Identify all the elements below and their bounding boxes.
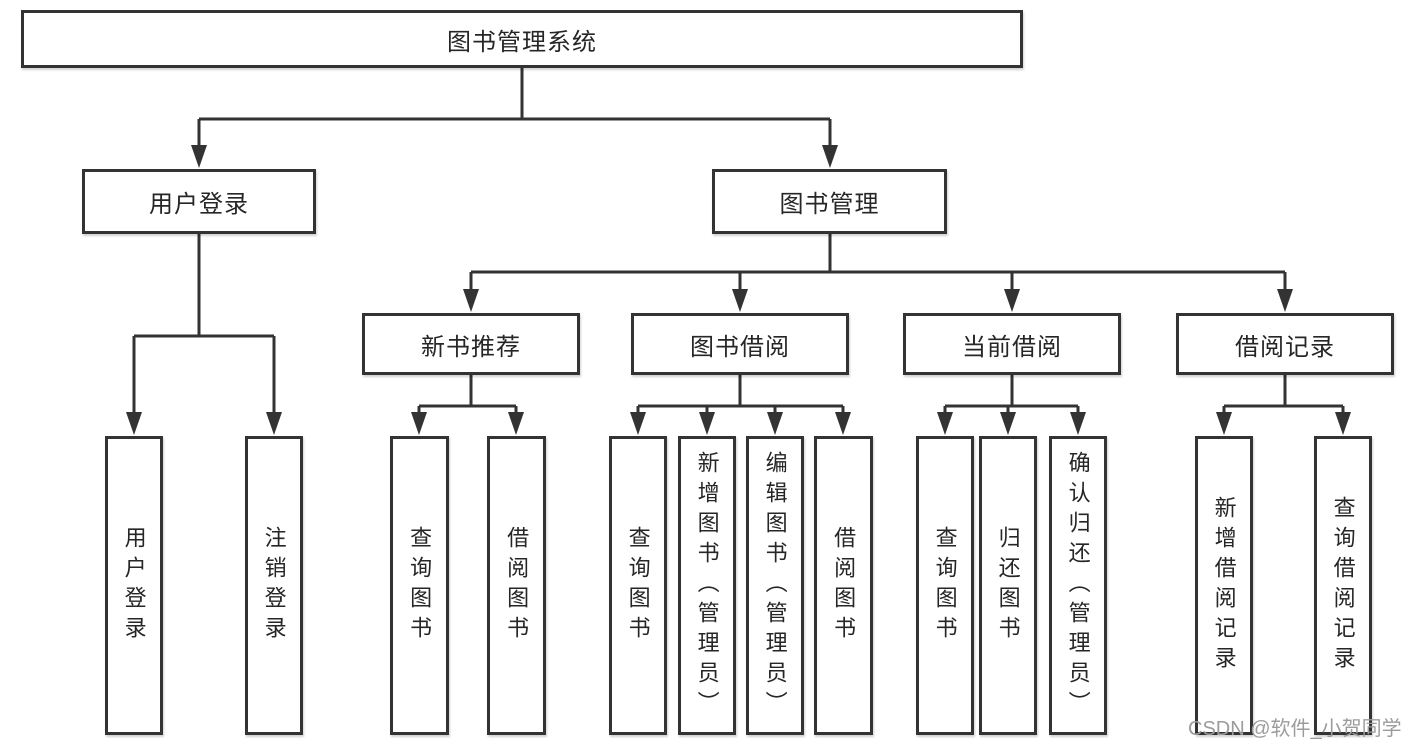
leaf-label: 借阅图书: [504, 525, 530, 646]
node-label: 借阅记录: [1235, 333, 1335, 361]
arrowhead-icon: [699, 412, 715, 435]
node-borrow-records: 借阅记录: [1176, 313, 1394, 375]
connector-new-books-children: [411, 375, 524, 435]
connector-book-mgmt-to-level3: [463, 234, 1293, 312]
leaf-logout: 注销登录: [245, 436, 303, 735]
leaf-label: 借阅图书: [831, 525, 857, 646]
node-label: 图书管理: [779, 191, 880, 218]
leaf-return-books: 归还图书: [979, 436, 1037, 735]
node-label: 当前借阅: [962, 333, 1062, 361]
arrowhead-icon: [822, 145, 838, 168]
arrowhead-icon: [767, 412, 783, 435]
leaf-label: 新增借阅记录: [1211, 495, 1237, 676]
leaf-confirm-return-admin: 确认归还（管理员）: [1049, 436, 1107, 735]
leaf-label: 确认归还（管理员）: [1065, 450, 1091, 721]
arrowhead-icon: [126, 412, 142, 435]
arrowhead-icon: [266, 412, 282, 435]
leaf-query-books-current: 查询图书: [916, 436, 974, 735]
arrowhead-icon: [630, 412, 646, 435]
leaf-query-books-recommend: 查询图书: [390, 436, 449, 735]
arrowhead-icon: [1277, 289, 1293, 312]
leaf-add-books-admin: 新增图书（管理员）: [678, 436, 736, 735]
leaf-label: 查询借阅记录: [1330, 495, 1356, 676]
arrowhead-icon: [835, 412, 851, 435]
node-book-borrow: 图书借阅: [631, 313, 849, 375]
leaf-label: 查询图书: [625, 525, 651, 646]
arrowhead-icon: [1216, 412, 1232, 435]
arrowhead-icon: [191, 145, 207, 168]
leaf-user-login: 用户登录: [105, 436, 163, 735]
node-label: 图书借阅: [690, 333, 790, 361]
node-root-system: 图书管理系统: [21, 10, 1023, 68]
csdn-watermark: CSDN @软件_小贺同学: [1188, 718, 1402, 740]
leaf-add-borrow-record: 新增借阅记录: [1195, 436, 1253, 735]
arrowhead-icon: [937, 412, 953, 435]
arrowhead-icon: [1070, 412, 1086, 435]
leaf-borrow-books: 借阅图书: [814, 436, 873, 735]
leaf-borrow-books-recommend: 借阅图书: [487, 436, 546, 735]
leaf-label: 编辑图书（管理员）: [762, 450, 788, 721]
arrowhead-icon: [732, 289, 748, 312]
arrowhead-icon: [1335, 412, 1351, 435]
connector-borrow-records-children: [1216, 375, 1351, 435]
arrowhead-icon: [508, 412, 524, 435]
arrowhead-icon: [411, 412, 427, 435]
leaf-label: 用户登录: [121, 525, 147, 646]
node-user-login: 用户登录: [82, 169, 316, 234]
leaf-label: 查询图书: [407, 525, 433, 646]
arrowhead-icon: [463, 289, 479, 312]
node-current-borrow: 当前借阅: [903, 313, 1121, 375]
leaf-label: 注销登录: [261, 525, 287, 646]
node-label: 新书推荐: [421, 333, 521, 361]
leaf-query-borrow-record: 查询借阅记录: [1314, 436, 1372, 735]
node-label: 用户登录: [149, 191, 249, 218]
leaf-query-books-borrow: 查询图书: [609, 436, 667, 735]
node-new-books: 新书推荐: [362, 313, 580, 375]
node-book-mgmt: 图书管理: [712, 169, 947, 234]
connector-root-to-level2: [191, 68, 838, 168]
connector-book-borrow-children: [630, 375, 851, 435]
leaf-label: 新增图书（管理员）: [694, 450, 720, 721]
connector-current-borrow-children: [937, 375, 1086, 435]
leaf-label: 查询图书: [932, 525, 958, 646]
arrowhead-icon: [1004, 289, 1020, 312]
node-label: 图书管理系统: [447, 28, 597, 56]
connector-user-login-children: [126, 234, 282, 435]
leaf-label: 归还图书: [995, 525, 1021, 646]
arrowhead-icon: [1000, 412, 1016, 435]
leaf-edit-books-admin: 编辑图书（管理员）: [746, 436, 804, 735]
